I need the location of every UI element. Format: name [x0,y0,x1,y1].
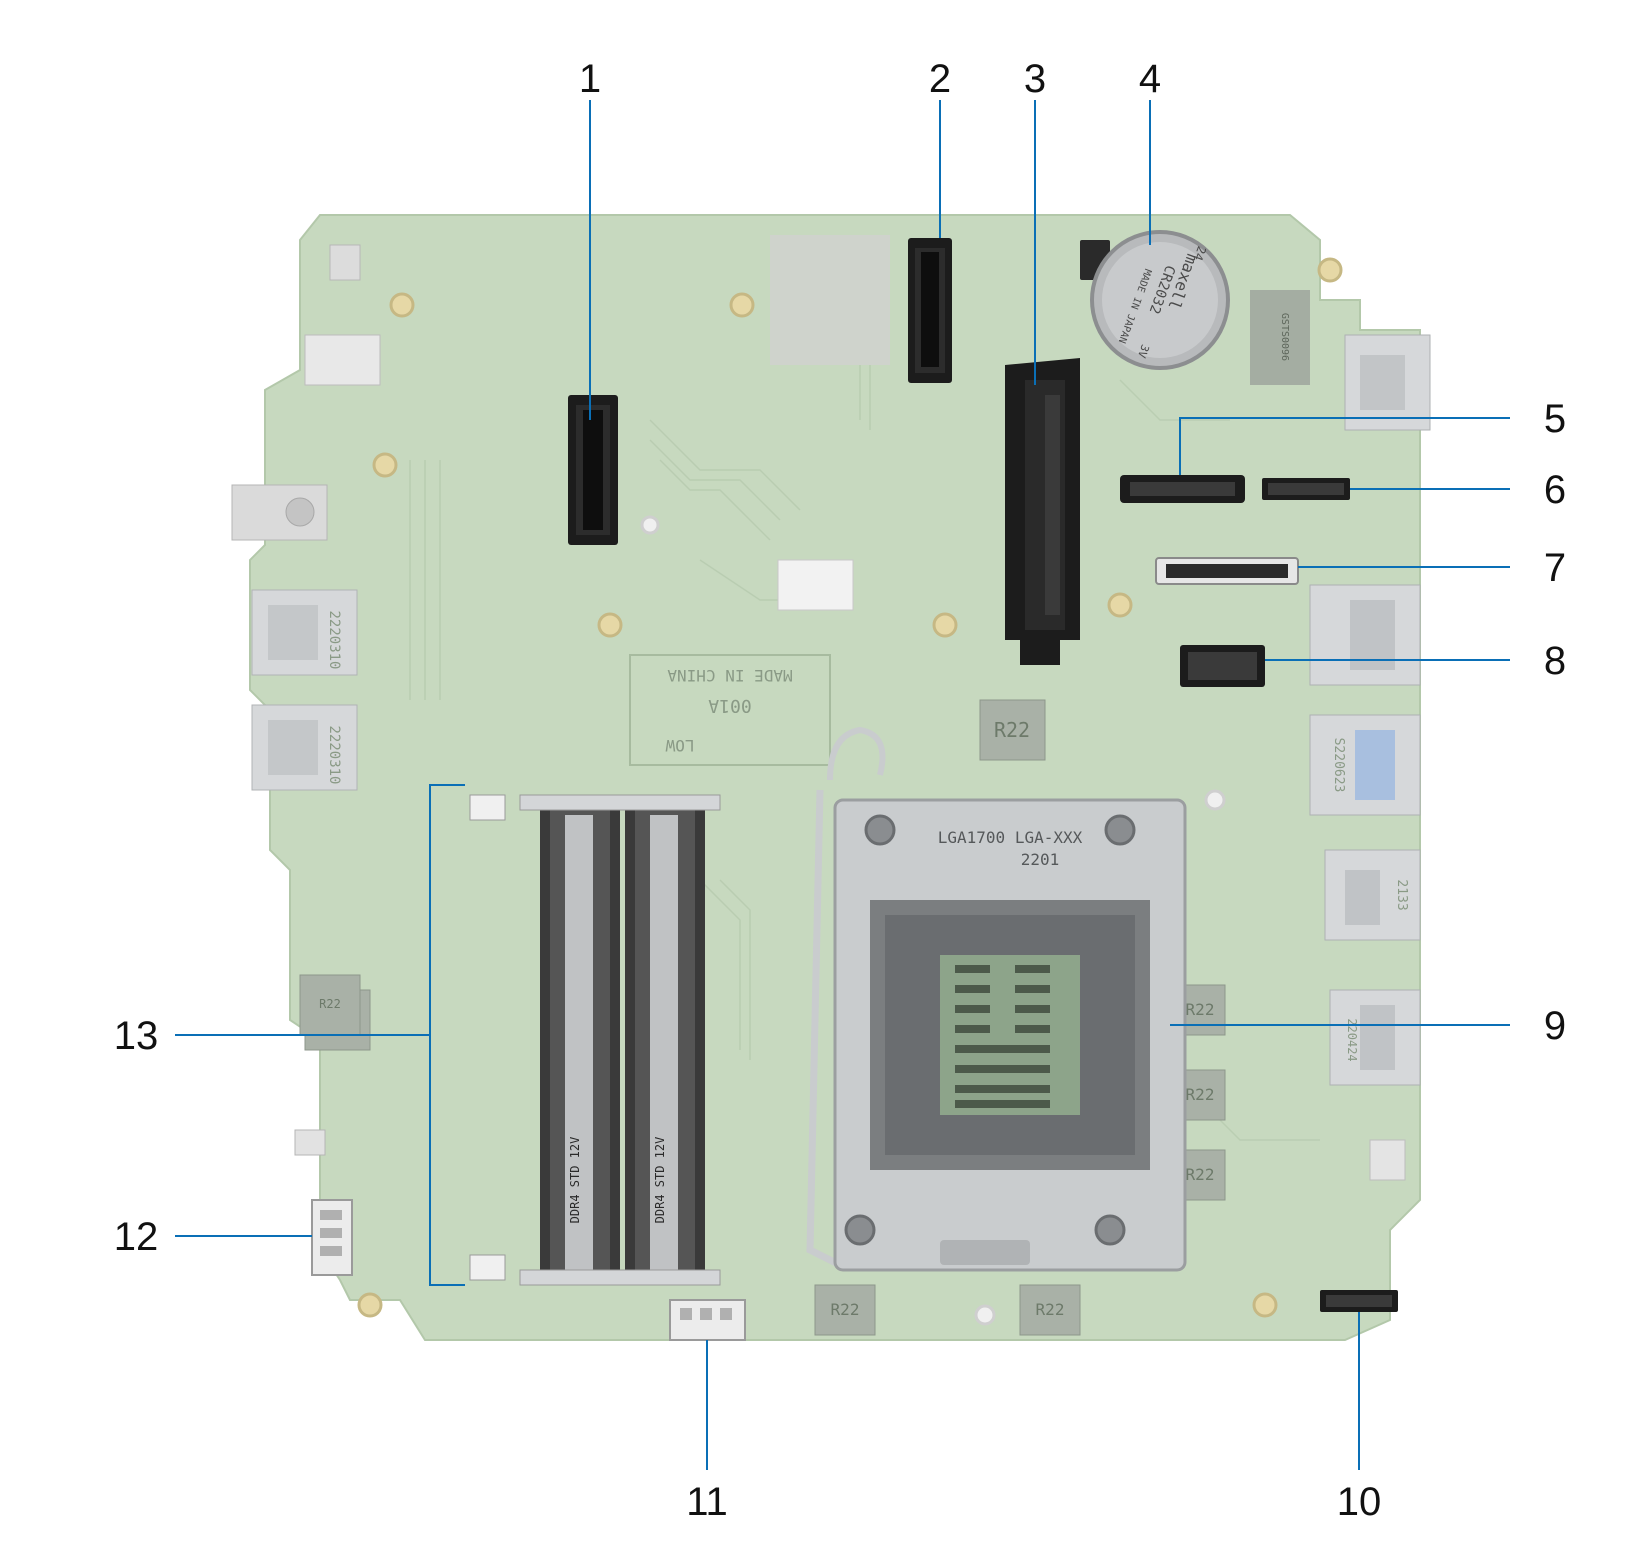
fan-connector [669,1299,746,1341]
board-label-3: LOW [665,736,694,755]
switch-left [294,1129,326,1156]
socket-label-1: LGA1700 LGA-XXX [938,828,1083,847]
displayport-port: 220424 [1329,989,1421,1086]
callout-7: 7 [1544,546,1566,590]
inductor-1-label: R22 [994,718,1030,742]
usb-port-1-label: 2220310 [326,610,342,669]
callout-2: 2 [929,57,951,101]
battery-voltage: 3V [1135,343,1152,360]
pcb-traces [409,299,1320,1141]
audio-jack-hole [285,497,315,527]
inductor-5-label: R22 [831,1300,860,1319]
mounting-holes [357,257,1343,1326]
inductor-3-label: R22 [1186,1085,1215,1104]
callout-6: 6 [1544,468,1566,512]
memory-slots: DDR4 STD 12V DDR4 STD 12V [469,794,721,1286]
board-label-2: 001A [708,695,752,716]
ic-chip: GSTS0096 [1250,290,1310,385]
callout-10: 10 [1337,1480,1382,1524]
power-connector [304,334,381,386]
processor-socket: LGA1700 LGA-XXX 2201 [806,726,1187,1272]
usb-a-port-1 [1309,584,1421,686]
callout-11: 11 [686,1480,728,1524]
hdmi-port-label: 2133 [1394,879,1409,910]
callout-bracket-13 [429,784,465,1286]
connector-12 [311,1199,353,1276]
power-button [329,244,361,281]
dimm-1-label: DDR4 STD 12V [568,1137,582,1224]
usb-c-port-2: 2220310 [251,704,358,791]
inductor-4-label: R22 [1186,1165,1215,1184]
antenna-connector [1369,1139,1406,1181]
m2-wlan-slot [568,395,660,545]
callout-line-5 [1179,417,1510,475]
right-io: S220623 2133 220424 [1309,334,1431,1181]
m2-ssd-slot [770,235,952,383]
usb-port-3-label: S220623 [1331,738,1346,793]
board-label-1: MADE IN CHINA [667,666,793,685]
callout-4: 4 [1139,57,1161,101]
hdmi-port: 2133 [1324,849,1421,941]
socket-label-2: 2201 [1021,850,1060,869]
connector-10 [1320,1290,1398,1312]
board-silkscreen-text: MADE IN CHINA 001A LOW [629,559,854,766]
callout-8: 8 [1544,639,1566,683]
chip-label: GSTS0096 [1279,313,1290,361]
inductor-2-label: R22 [1186,1000,1215,1019]
callout-12: 12 [114,1215,159,1259]
connector-6 [1262,478,1350,500]
callout-lines [175,100,1510,1470]
connector-7 [1155,557,1299,585]
callout-numbers: 1 2 3 4 5 6 7 8 9 10 11 12 13 [114,57,1566,1524]
dp-port-label: 220424 [1345,1018,1359,1061]
inductor-6-label: R22 [1036,1300,1065,1319]
inductor-7-label: R22 [319,997,341,1011]
usb-a-port-2: S220623 [1309,714,1421,816]
usb-c-port-1: 2220310 [251,589,358,676]
callout-1: 1 [579,57,601,101]
dimm-2-label: DDR4 STD 12V [653,1137,667,1224]
battery-date: 24 [1191,244,1209,262]
qr-label [777,559,854,611]
sata-connector [1005,358,1080,665]
connector-5 [1120,475,1245,503]
coin-cell-battery: maxell CR2032 MADE IN JAPAN 3V 24 [1080,230,1230,370]
connector-8 [1180,645,1265,687]
callout-13: 13 [114,1014,159,1058]
callout-9: 9 [1544,1004,1566,1048]
usb-port-2-label: 2220310 [326,725,342,784]
callout-3: 3 [1024,57,1046,101]
callout-5: 5 [1544,397,1566,441]
